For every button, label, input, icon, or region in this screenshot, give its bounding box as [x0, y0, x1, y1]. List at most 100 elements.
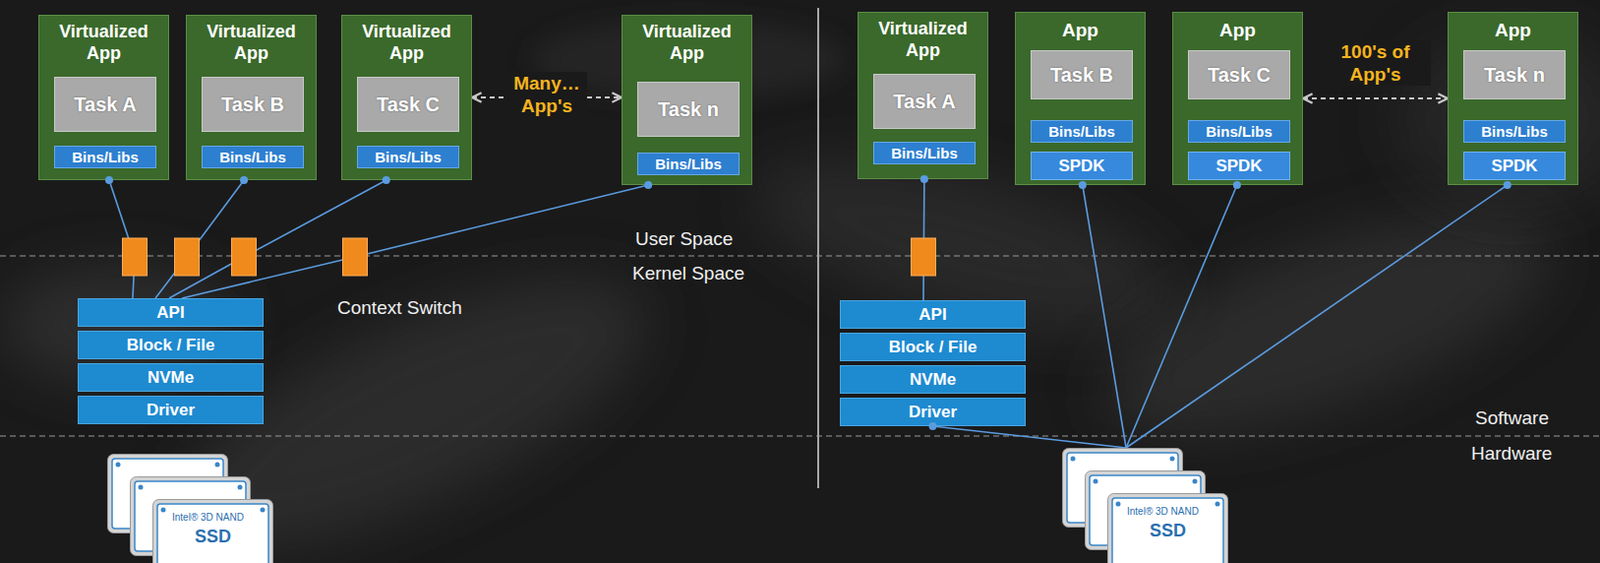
ssd-label: Intel® 3D NAND — [172, 511, 269, 523]
region-label: Software — [1475, 407, 1549, 429]
app-heading: App — [1173, 12, 1303, 43]
io-path-connector — [105, 168, 135, 298]
app-box: Virtualized AppTask B Bins/Libs — [185, 14, 317, 180]
edge-label: Many… App's — [506, 71, 588, 118]
app-box: Virtualized AppTask A Bins/Libs — [857, 11, 989, 179]
connector-dot — [239, 176, 248, 184]
task-box: Task C — [356, 76, 460, 132]
ssd-casing — [153, 499, 274, 563]
layer-label: Driver — [908, 402, 957, 422]
ssd-screw — [1116, 501, 1122, 507]
ssd-screw — [161, 507, 167, 513]
spdk-label: SPDK — [1058, 156, 1105, 177]
region-label: User Space — [635, 228, 733, 250]
library-box: Bins/Libs — [873, 141, 976, 165]
kernel-layer-box: NVMe — [839, 364, 1026, 394]
io-path-connector — [1081, 179, 1126, 448]
layer-label: Block / File — [126, 335, 216, 356]
task-label: Task n — [1483, 63, 1545, 87]
layer-label: NVMe — [147, 367, 194, 388]
task-label: Task A — [73, 93, 136, 117]
layer-label: NVMe — [909, 369, 956, 390]
app-box: AppTask B Bins/LibsSPDK — [1014, 11, 1146, 185]
app-range-arrow — [1303, 97, 1448, 100]
io-path-connector — [923, 164, 925, 300]
app-heading: App — [1448, 12, 1578, 43]
app-box: Virtualized AppTask C Bins/Libs — [341, 14, 473, 180]
connector-dot — [920, 175, 929, 183]
engine-shade — [736, 122, 1190, 368]
kernel-layer-box: Block / File — [839, 332, 1026, 361]
kernel-layer-box: Driver — [839, 397, 1026, 426]
divider-line — [817, 7, 820, 488]
layer-label: Block / File — [888, 337, 978, 357]
app-box: AppTask C Bins/LibsSPDK — [1172, 11, 1304, 185]
region-label: Kernel Space — [632, 262, 745, 285]
engine-shade — [143, 225, 682, 563]
task-label: Task B — [221, 93, 285, 117]
app-heading: App — [1015, 12, 1145, 43]
app-heading: Virtualized App — [342, 15, 472, 64]
library-label: Bins/Libs — [1205, 122, 1273, 140]
connector-dot — [644, 180, 652, 189]
task-box: Task C — [1187, 50, 1291, 100]
region-label: Hardware — [1471, 442, 1552, 465]
task-box: Task A — [873, 73, 976, 129]
ssd-screw — [260, 507, 266, 513]
app-heading: Virtualized App — [858, 12, 988, 61]
task-box: Task B — [201, 76, 304, 132]
kernel-layer-box: Block / File — [77, 330, 264, 359]
library-label: Bins/Libs — [374, 148, 442, 166]
connector-dot — [1503, 180, 1512, 189]
spdk-box: SPDK — [1463, 151, 1566, 180]
ssd-screw — [1192, 478, 1198, 484]
library-box: Bins/Libs — [54, 145, 157, 169]
edge-label: 100's of App's — [1320, 40, 1431, 86]
ssd-screw — [138, 484, 144, 490]
library-label: Bins/Libs — [1048, 122, 1116, 140]
task-box: Task n — [637, 81, 740, 137]
library-box: Bins/Libs — [201, 145, 304, 169]
ssd-screw — [116, 462, 121, 468]
library-box: Bins/Libs — [1463, 119, 1566, 143]
ssd-drawing — [1062, 447, 1229, 563]
connector-dot — [929, 421, 938, 430]
task-label: Task C — [1207, 63, 1271, 87]
ssd-screw — [1093, 478, 1099, 484]
engine-shade — [1078, 170, 1577, 480]
context-switch-marker — [175, 237, 200, 276]
spdk-box: SPDK — [1187, 151, 1291, 180]
kernel-layer-box: NVMe — [77, 362, 264, 392]
library-label: Bins/Libs — [1481, 122, 1548, 140]
spdk-label: SPDK — [1490, 156, 1538, 177]
ssd-label: SSD — [1107, 520, 1229, 541]
ssd-stack: Intel® 3D NAND SSD — [1062, 447, 1229, 563]
library-label: Bins/Libs — [219, 148, 287, 166]
ssd-screw — [237, 484, 243, 490]
layer-label: API — [918, 304, 947, 325]
app-box: Virtualized AppTask ABins/Libs — [38, 14, 170, 180]
ssd-stack: Intel® 3D NANDSSD — [107, 453, 274, 563]
ssd-label: Intel® 3D NAND — [1126, 505, 1224, 517]
layer-label: Driver — [146, 400, 195, 420]
connector-dot — [1078, 180, 1087, 189]
app-heading: Virtualized App — [186, 15, 316, 64]
task-box: Task n — [1463, 50, 1566, 100]
library-box: Bins/Libs — [637, 152, 740, 176]
io-path-connector — [181, 175, 689, 298]
task-box: Task B — [1030, 50, 1133, 100]
task-label: Task n — [657, 98, 719, 121]
task-label: Task B — [1050, 63, 1114, 87]
layer-label: API — [156, 302, 184, 323]
connector-dot — [382, 176, 391, 184]
task-box: Task A — [54, 76, 157, 132]
library-label: Bins/Libs — [71, 148, 139, 166]
context-switch-marker — [911, 237, 937, 276]
library-box: Bins/Libs — [1187, 119, 1291, 143]
io-path-connector — [1125, 179, 1515, 448]
ssd-card — [1108, 493, 1229, 563]
context-switch-marker — [343, 237, 368, 276]
ssd-casing — [1108, 493, 1229, 563]
task-label: Task C — [376, 93, 440, 117]
